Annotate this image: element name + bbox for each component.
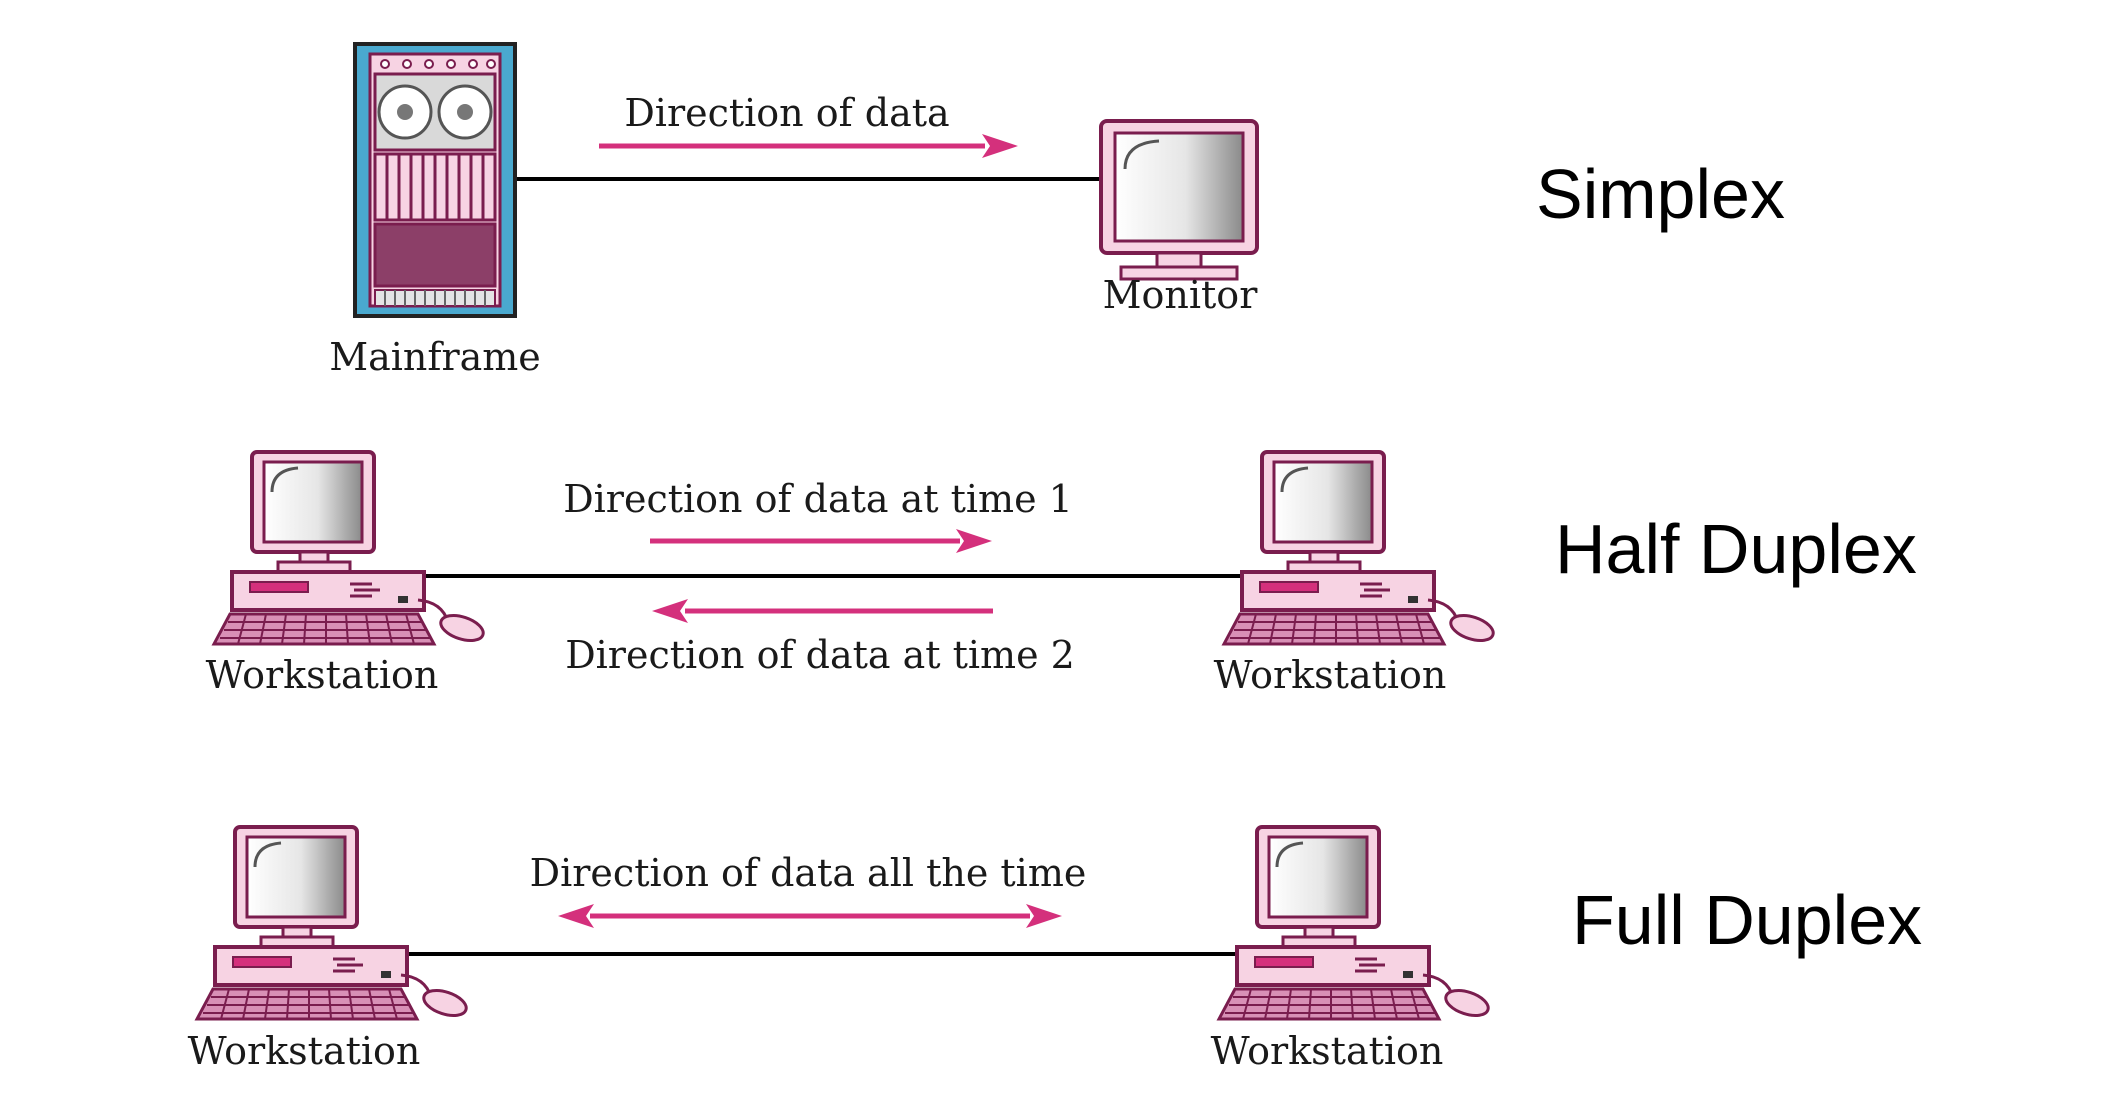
half-duplex-arrow-left <box>652 599 993 623</box>
simplex-arrow-label: Direction of data <box>624 91 949 135</box>
half-duplex-left-workstation-label: Workstation <box>206 653 439 697</box>
simplex-section: Mainframe Monitor Direction of data Simp… <box>329 42 1785 379</box>
simplex-arrow <box>599 134 1018 158</box>
full-duplex-arrow-label: Direction of data all the time <box>530 851 1087 895</box>
mainframe-icon <box>353 42 517 318</box>
full-duplex-right-workstation-label: Workstation <box>1211 1029 1444 1073</box>
monitor-label: Monitor <box>1103 273 1259 317</box>
monitor-icon <box>1099 119 1259 281</box>
mainframe-label: Mainframe <box>329 335 541 379</box>
full-duplex-arrow-both <box>558 904 1062 928</box>
half-duplex-left-workstation-icon <box>212 450 489 648</box>
full-duplex-left-workstation-icon <box>195 825 472 1023</box>
full-duplex-section: Workstation Workstation Direction of dat… <box>188 825 1922 1073</box>
full-duplex-title: Full Duplex <box>1572 881 1922 959</box>
half-duplex-arrow-label-time-1: Direction of data at time 1 <box>563 477 1073 521</box>
full-duplex-right-workstation-icon <box>1217 825 1494 1023</box>
half-duplex-right-workstation-label: Workstation <box>1214 653 1447 697</box>
full-duplex-left-workstation-label: Workstation <box>188 1029 421 1073</box>
half-duplex-right-workstation-icon <box>1222 450 1499 648</box>
half-duplex-title: Half Duplex <box>1555 510 1917 588</box>
half-duplex-section: Workstation Workstation Direction of dat… <box>206 450 1917 697</box>
half-duplex-arrow-right <box>650 529 992 553</box>
half-duplex-arrow-label-time-2: Direction of data at time 2 <box>565 633 1075 677</box>
simplex-title: Simplex <box>1536 155 1785 233</box>
